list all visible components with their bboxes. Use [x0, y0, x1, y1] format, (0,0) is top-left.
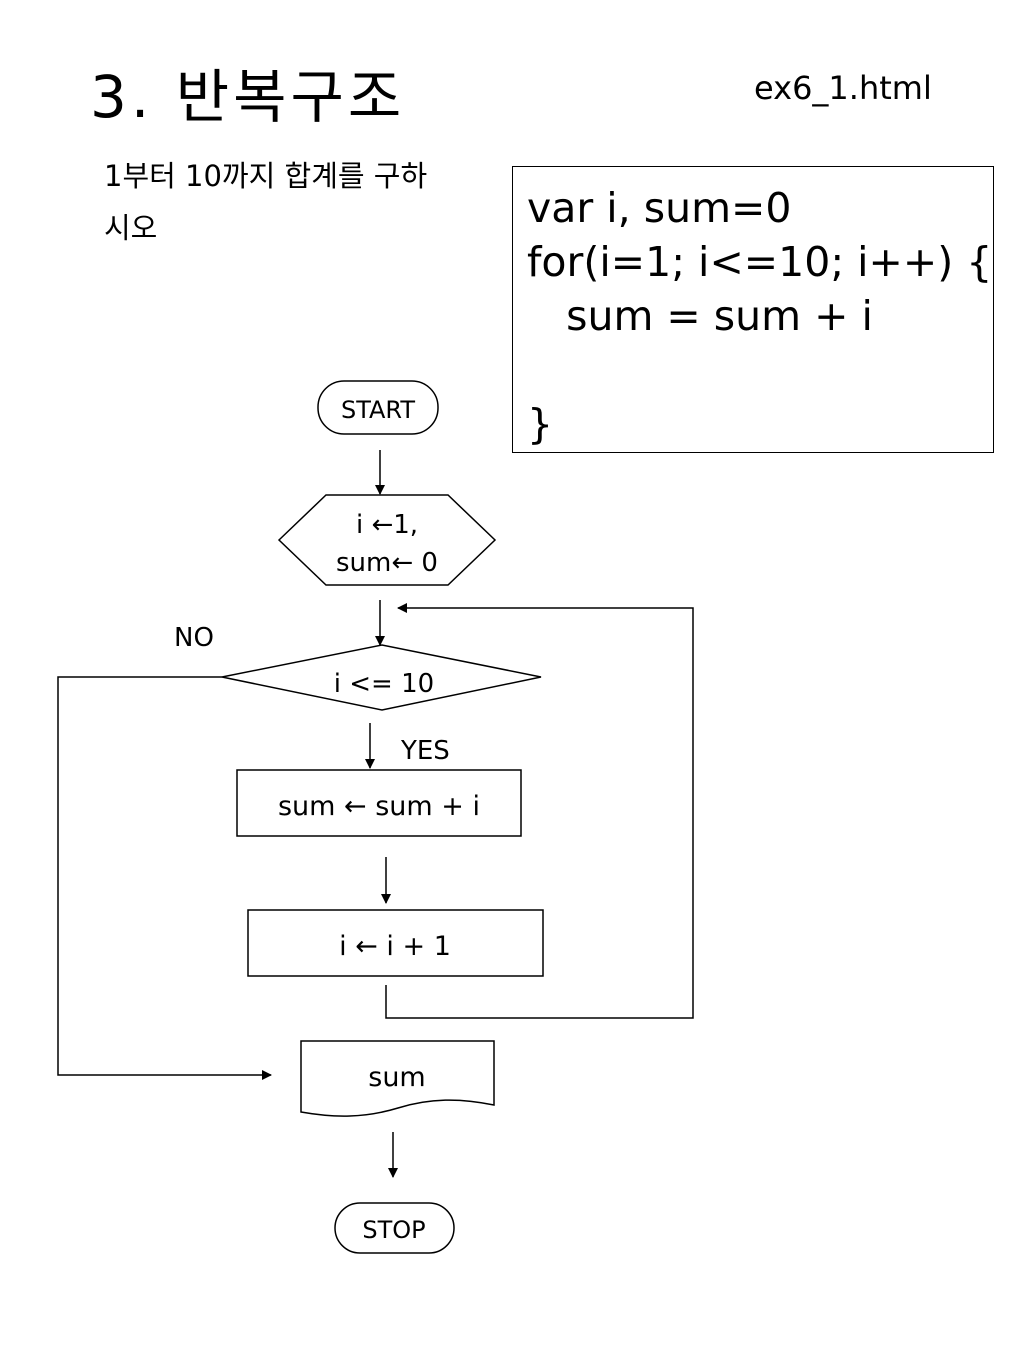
no-label: NO	[174, 623, 214, 653]
code-line-declare: var i, sum=0	[527, 184, 792, 232]
code-line-close: }	[527, 400, 554, 448]
no-branch-line	[57, 676, 272, 1080]
process-increment-box	[247, 909, 544, 977]
code-line-body: sum = sum + i	[527, 292, 873, 340]
loop-back-line	[385, 603, 694, 1019]
filename-label: ex6_1.html	[754, 69, 932, 107]
init-label-line1: i ←1,	[356, 510, 418, 540]
problem-statement: 1부터 10까지 합계를 구하시오	[104, 159, 428, 245]
stop-label: STOP	[362, 1216, 425, 1244]
code-line-for: for(i=1; i<=10; i++) {	[527, 238, 993, 286]
start-terminator	[317, 380, 439, 435]
process-sum-label: sum ← sum + i	[278, 791, 480, 822]
init-hexagon	[277, 494, 497, 586]
process-sum-box	[236, 769, 522, 837]
code-box: var i, sum=0 for(i=1; i<=10; i++) { sum …	[512, 166, 994, 453]
output-document	[300, 1040, 495, 1117]
yes-label: YES	[400, 736, 450, 766]
start-label: START	[341, 396, 415, 424]
condition-diamond	[221, 644, 542, 711]
process-increment-label: i ← i + 1	[339, 931, 451, 962]
init-label-line2: sum← 0	[336, 548, 438, 578]
output-label: sum	[368, 1062, 425, 1093]
stop-terminator	[334, 1202, 455, 1254]
page-title: 3. 반복구조	[90, 63, 406, 131]
condition-label: i <= 10	[334, 669, 434, 699]
